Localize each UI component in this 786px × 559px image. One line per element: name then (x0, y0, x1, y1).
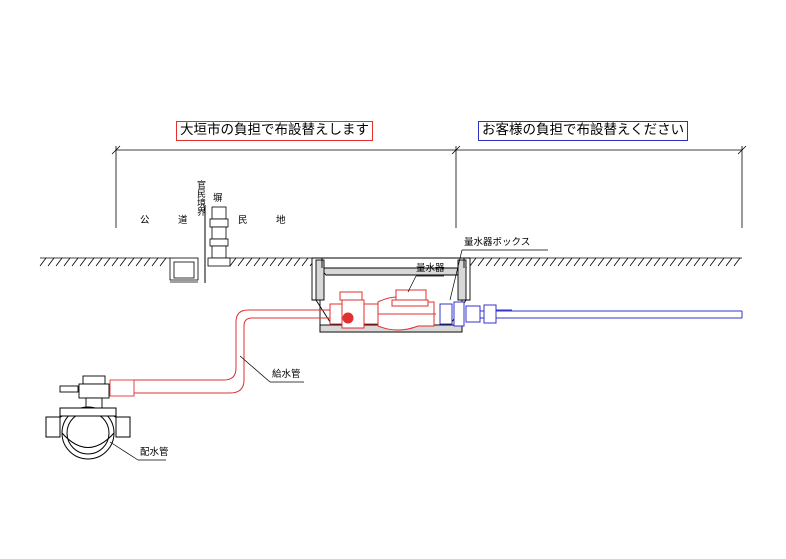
main-pipe-label: 配水管 (140, 447, 169, 458)
fence-column (207, 206, 231, 267)
customer-responsibility-title: お客様の負担で布設替えください (478, 121, 689, 141)
road-label-right: 道 (178, 215, 188, 226)
supply-pipe-label: 給水管 (272, 369, 301, 380)
corporation-stop (59, 375, 135, 409)
ground-line (39, 257, 742, 267)
meter-label: 量水器 (416, 263, 445, 274)
road-label-left: 公 (140, 215, 150, 226)
distribution-main (45, 406, 131, 460)
city-responsibility-title: 大垣市の負担で布設替えします (176, 121, 373, 141)
private-label-right: 地 (276, 215, 286, 226)
boundary-label: 官民境界 (195, 180, 205, 216)
customer-pipe (470, 310, 743, 319)
water-meter-assembly (329, 289, 436, 331)
private-label-left: 民 (238, 215, 248, 226)
supply-pipe (134, 309, 332, 394)
boundary-marker (169, 257, 199, 283)
leader-lines (109, 249, 548, 461)
dimension-line (111, 145, 747, 228)
meter-box-label: 量水器ボックス (464, 237, 531, 248)
customer-fittings (439, 301, 512, 327)
fence-label: 塀 (213, 193, 223, 204)
